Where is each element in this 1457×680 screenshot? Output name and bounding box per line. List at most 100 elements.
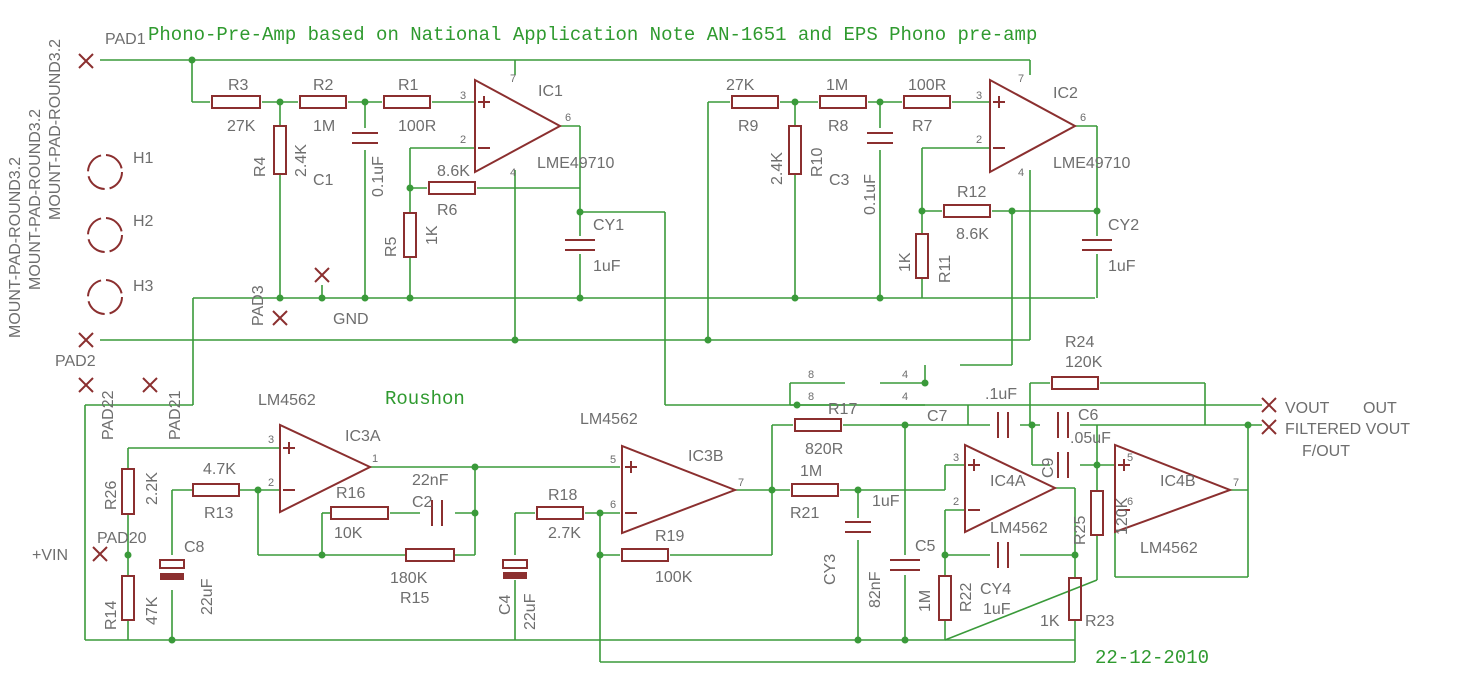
opamp-ic3a [279,423,373,514]
ic2-label: IC2 [1053,85,1078,102]
ic3b-label: IC3B [688,448,724,465]
cy2-value: 1uF [1108,258,1136,275]
mount-hole-h2 [87,217,123,253]
c4-value: 22uF [522,593,539,630]
pad1-label: PAD1 [105,31,146,48]
r9-label: R9 [738,118,759,135]
r8-label: R8 [828,118,849,135]
resistor-r7 [903,95,951,109]
c1-label: C1 [313,172,334,189]
ic3a-pin3: 3 [268,434,274,446]
r19-value: 100K [655,569,693,586]
pin4a-label: 4 [902,369,908,381]
r7-label: R7 [912,118,933,135]
ic3b-pin5: 5 [610,454,616,466]
h3-label: H3 [133,278,154,295]
cy3-label: CY3 [822,554,839,585]
ic1-part-label: LME49710 [537,155,614,172]
r23-value: 1K [1040,613,1060,630]
resistor-r12 [943,204,991,218]
resistor-r13 [192,483,240,497]
r8-value: 1M [826,77,848,94]
fout-marker [1261,419,1277,435]
pin4b-label: 4 [902,391,908,403]
r11-value: 1K [897,252,914,272]
h2-label: H2 [133,213,154,230]
cy3-value: 82nF [867,571,884,608]
filtered-vout-label: FILTERED VOUT [1285,421,1410,438]
ic4a-pin2: 2 [953,496,959,508]
capacitor-c3 [867,132,893,144]
cy2-label: CY2 [1108,217,1139,234]
resistor-r15 [405,548,455,562]
resistor-r5 [403,212,417,258]
ic4a-pin3: 3 [953,452,959,464]
r10-value: 2.4K [769,152,786,185]
ic1-pin4: 4 [510,167,516,179]
r18-value: 2.7K [548,525,581,542]
opamp-ic4a [964,443,1058,534]
cy4-value: 1uF [983,601,1011,618]
r6-value: 8.6K [437,163,470,180]
pad2-marker [78,332,94,348]
r13-label: R13 [204,505,233,522]
pad21-label: PAD21 [167,390,184,440]
r15-value: 180K [390,570,428,587]
wires-stage1 [84,59,1262,640]
resistor-r19 [621,548,669,562]
r25-value: 120K [1114,497,1131,535]
ic4a-label: IC4A [990,473,1026,490]
ic1-label: IC1 [538,83,563,100]
r23-label: R23 [1085,613,1114,630]
resistor-r26 [121,468,135,515]
c5-label: C5 [915,538,936,555]
mount1-label: MOUNT-PAD-ROUND3.2 [7,157,24,338]
ic3b-part-label: LM4562 [580,411,638,428]
vout-label: VOUT [1285,400,1330,417]
capacitor-c2 [431,500,443,526]
capacitor-cy2 [1082,239,1112,251]
r17-value: 820R [805,441,843,458]
r18-label: R18 [548,487,577,504]
ic2-pin7: 7 [1018,73,1024,85]
r26-value: 2.2K [144,472,161,505]
vout-marker [1261,397,1277,413]
resistor-r18 [536,506,584,520]
resistor-r8 [819,95,867,109]
r11-label: R11 [937,255,954,283]
c7-label: C7 [927,408,948,425]
c2-label: C2 [412,494,433,511]
r3-value: 27K [227,118,256,135]
ic1-pin7: 7 [510,73,516,85]
ic1-pin3: 3 [460,90,466,102]
mount3-label: MOUNT-PAD-ROUND3.2 [47,39,64,220]
r22-value: 1M [917,590,934,612]
capacitor-c4 [502,559,528,579]
opamp-ic2 [989,78,1078,174]
ic1-pin2: 2 [460,134,466,146]
ic4b-label: IC4B [1160,473,1196,490]
ic4b-pin5: 5 [1127,452,1133,464]
capacitor-c9 [1057,452,1069,478]
opamp-ic3b [621,444,738,535]
resistor-r11 [915,233,929,279]
r24-label: R24 [1065,334,1094,351]
pad20-label: PAD20 [97,530,147,547]
resistor-r3 [211,95,261,109]
c7-value: .1uF [985,386,1017,403]
mount-hole-h1 [87,154,123,190]
pad21-marker [142,377,158,393]
ic2-pin6: 6 [1080,112,1086,124]
vin-label: +VIN [32,547,68,564]
r26-label: R26 [103,481,120,510]
pad3-label: PAD3 [250,285,267,326]
pin8b-label: 8 [808,391,814,403]
r7-value: 100R [908,77,946,94]
mount2-label: MOUNT-PAD-ROUND3.2 [27,109,44,290]
r15-label: R15 [400,590,429,607]
r5-label: R5 [383,236,400,257]
r21-value: 1M [800,463,822,480]
resistor-r6 [428,181,476,195]
author-label: Roushon [385,388,465,410]
r6-label: R6 [437,202,458,219]
